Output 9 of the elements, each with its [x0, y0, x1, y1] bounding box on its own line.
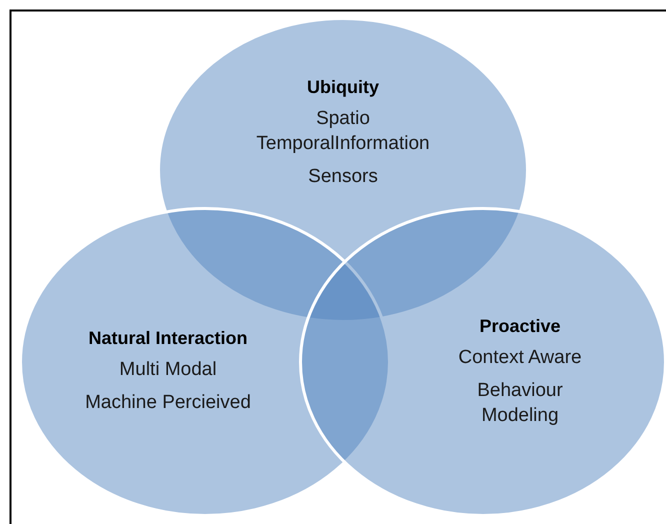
circle-heading: Natural Interaction [88, 327, 248, 350]
circle-heading: Proactive [479, 315, 561, 338]
circle-item: Sensors [308, 164, 378, 189]
circle-item: Machine Percieived [85, 391, 251, 416]
circle-item: Multi Modal [119, 358, 217, 382]
circle-heading: Ubiquity [307, 76, 379, 99]
circle-item: Spatio TemporalInformation [255, 107, 431, 156]
circle-item: Context Aware [458, 346, 582, 370]
circle-item: Behaviour Modeling [476, 379, 564, 428]
